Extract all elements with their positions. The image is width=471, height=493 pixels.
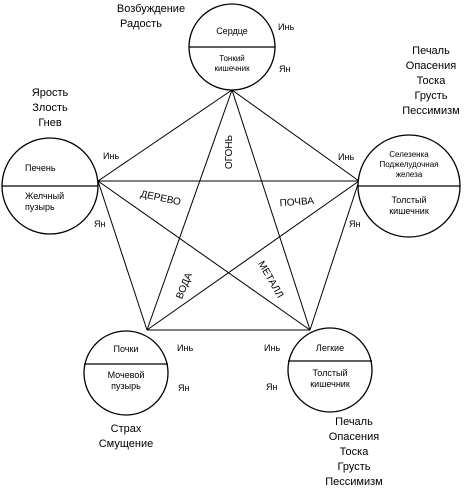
node-liver-yang-organ-line1: Желчный (25, 191, 64, 201)
emotion-lungs-4: Грусть (338, 461, 371, 473)
emotion-lungs-3: Тоска (340, 446, 370, 458)
liver-yang-label: Ян (94, 219, 105, 229)
spleen-yang-label: Ян (349, 219, 360, 229)
node-heart-yang-organ-line1: Тонкий (219, 54, 245, 63)
star-heart-kidneys (146, 89, 233, 331)
emotions-kidneys: Страх Смущение (99, 423, 154, 450)
node-spleen-yin-organ-line2: Поджелудочная (380, 160, 439, 169)
emotion-heart-2: Радость (120, 18, 162, 30)
emotion-kidneys-2: Смущение (99, 438, 154, 450)
node-lungs-yin-organ: Легкие (316, 343, 344, 353)
edge-spleen-lungs (309, 180, 360, 331)
node-lungs-circle (287, 327, 373, 413)
element-wood-label: ДЕРЕВО (139, 189, 182, 208)
heart-yin-label: Инь (278, 22, 294, 32)
node-spleen-yin-organ-line1: Селезенка (389, 150, 429, 159)
emotion-kidneys-1: Страх (111, 423, 142, 435)
edge-kidneys-liver (97, 180, 148, 331)
lungs-yin-label: Инь (264, 343, 280, 353)
star-spleen-kidneys (146, 180, 360, 331)
lungs-yang-label: Ян (266, 382, 277, 392)
emotions-heart: Возбуждение Радость (117, 3, 185, 30)
emotions-lungs: Печаль Опасения Тоска Грусть Пессимизм (325, 416, 382, 488)
element-fire-label: ОГОНЬ (224, 134, 235, 169)
node-liver-yin-organ: Печень (25, 163, 56, 173)
element-earth-label: ПОЧВА (279, 196, 314, 209)
heart-yang-label: Ян (279, 64, 290, 74)
node-kidneys: Почки Мочевой пузырь (83, 330, 169, 416)
node-liver-yang-organ-line2: пузырь (25, 202, 55, 212)
emotion-liver-3: Гнев (38, 117, 62, 129)
node-spleen: Селезенка Поджелудочная железа Толстый к… (357, 134, 461, 238)
pentagon-outline (97, 89, 360, 331)
node-lungs-yang-organ-line2: кишечник (310, 379, 350, 389)
node-heart: Сердце Тонкий кишечник (188, 3, 276, 91)
emotion-heart-1: Возбуждение (117, 3, 185, 15)
node-spleen-yin-organ-line3: железа (396, 170, 423, 179)
edge-heart-spleen (231, 89, 360, 182)
emotion-spleen-2: Опасения (406, 60, 456, 72)
emotion-lungs-2: Опасения (329, 431, 379, 443)
liver-yin-label: Инь (103, 151, 119, 161)
node-heart-yang-organ-line2: кишечник (214, 64, 250, 73)
node-spleen-yang-organ-line2: кишечник (389, 206, 429, 216)
emotions-spleen: Печаль Опасения Тоска Грусть Пессимизм (402, 45, 459, 117)
node-lungs-yang-organ-line1: Толстый (313, 368, 348, 378)
node-lungs: Легкие Толстый кишечник (287, 327, 373, 413)
emotion-spleen-4: Грусть (415, 90, 448, 102)
spleen-yin-label: Инь (338, 152, 354, 162)
star-heart-lungs (231, 89, 311, 331)
node-spleen-yang-organ-line1: Толстый (392, 195, 427, 205)
node-kidneys-yin-organ: Почки (114, 344, 139, 354)
emotion-spleen-1: Печаль (412, 45, 450, 57)
emotions-liver: Ярость Злость Гнев (32, 87, 69, 129)
emotion-lungs-1: Печаль (335, 416, 373, 428)
node-liver: Печень Желчный пузырь (1, 137, 99, 235)
emotion-lungs-5: Пессимизм (325, 476, 382, 488)
emotion-liver-1: Ярость (32, 87, 69, 99)
node-heart-yin-organ: Сердце (216, 26, 248, 36)
node-kidneys-yang-organ-line2: пузырь (111, 381, 141, 391)
node-kidneys-yang-organ-line1: Мочевой (108, 370, 145, 380)
edge-liver-heart (97, 89, 233, 182)
emotion-liver-2: Злость (32, 102, 68, 114)
emotion-spleen-5: Пессимизм (402, 105, 459, 117)
element-water-label: ВОДА (174, 271, 195, 301)
node-kidneys-circle (83, 330, 169, 416)
star-lines (97, 89, 360, 331)
kidneys-yin-label: Инь (177, 343, 193, 353)
emotion-spleen-3: Тоска (417, 75, 447, 87)
kidneys-yang-label: Ян (178, 383, 189, 393)
star-liver-lungs (97, 180, 311, 331)
